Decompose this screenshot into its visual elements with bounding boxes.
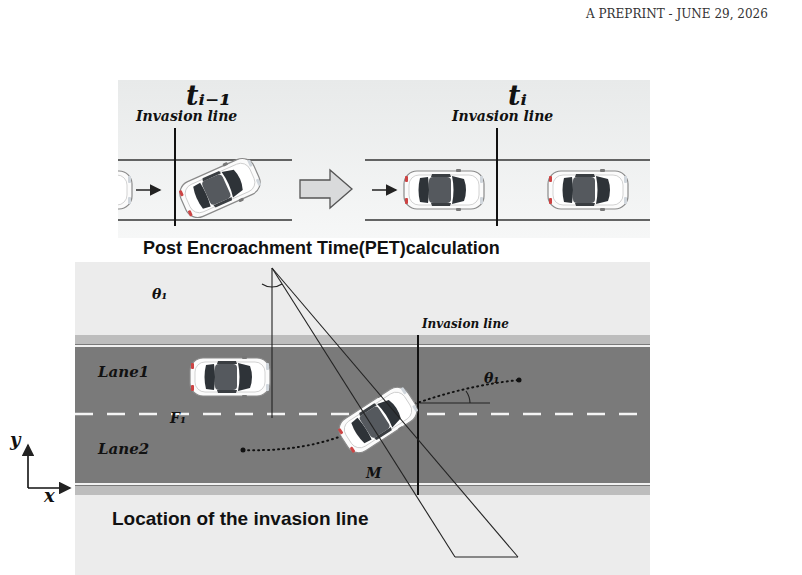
panel-ground: [118, 80, 650, 238]
vehicle-label: M: [366, 465, 382, 481]
path-shape: [466, 391, 470, 403]
panel-ground: [75, 262, 650, 575]
trajectory-end: [517, 378, 522, 383]
panel-caption: Location of the invasion line: [112, 508, 369, 530]
line-shape: [271, 268, 272, 418]
trajectory-end: [241, 448, 246, 453]
vehicle-label: F₁: [170, 410, 186, 426]
line-label: Invasion line: [136, 108, 237, 124]
line-shape: [365, 159, 650, 160]
lane-edge: [75, 345, 650, 347]
angle-label: θ₁: [152, 286, 167, 302]
line-shape: [372, 189, 396, 191]
line-shape: [365, 219, 650, 220]
line-shape: [27, 445, 29, 488]
line-shape: [455, 556, 518, 557]
road-edge: [75, 486, 650, 495]
time-label: tᵢ₋₁: [186, 80, 231, 111]
panel-caption: Post Encroachment Time(PET)calculation: [143, 238, 500, 259]
road-edge: [75, 335, 650, 344]
line-label: Invasion line: [452, 108, 553, 124]
use-shape: [118, 169, 132, 211]
line-shape: [420, 402, 490, 403]
transition-arrow: [300, 170, 352, 208]
line-shape: [174, 128, 176, 226]
use-shape: [404, 169, 484, 211]
line-shape: [136, 189, 160, 191]
line-label: Invasion line: [422, 318, 509, 332]
road: [75, 335, 650, 495]
top-scene: [118, 128, 650, 226]
use-shape: [548, 169, 628, 211]
invasion-line: [417, 335, 419, 495]
car-f1: [190, 356, 270, 398]
axis-label: y: [10, 430, 20, 451]
line-shape: [496, 128, 498, 226]
running-header: A PREPRINT - JUNE 29, 2026: [586, 8, 768, 22]
axes: [28, 445, 70, 488]
lane-label: Lane2: [98, 441, 149, 458]
angle-label: θ₁: [484, 370, 499, 386]
time-label: tᵢ: [508, 80, 527, 111]
path-shape: [262, 284, 282, 287]
lane-edge: [75, 483, 650, 485]
axis-label: x: [44, 486, 55, 507]
line-shape: [118, 159, 292, 160]
use-shape: [175, 153, 265, 224]
line-shape: [118, 219, 292, 220]
lane-label: Lane1: [98, 364, 149, 381]
